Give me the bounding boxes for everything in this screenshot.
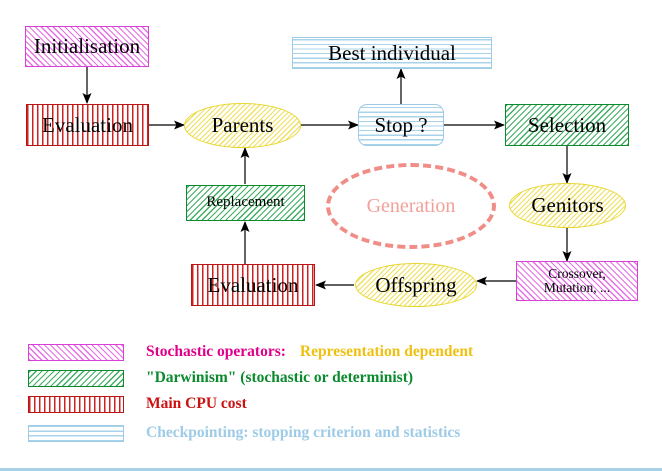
legend-label-darwinism: "Darwinism" (stochastic or determinist) bbox=[146, 369, 414, 386]
legend-swatch-magenta-diagonal-hatch bbox=[28, 343, 124, 361]
node-stop-label: Stop ? bbox=[374, 112, 428, 137]
legend-swatch-red-vertical-hatch bbox=[28, 395, 124, 413]
node-generation-group: Generation bbox=[326, 163, 496, 249]
node-crossover-mutation[interactable]: Crossover, Mutation, ... bbox=[516, 261, 638, 301]
node-genitors[interactable]: Genitors bbox=[509, 183, 626, 228]
legend-row-checkpointing: Checkpointing: stopping criterion and st… bbox=[28, 423, 460, 443]
legend: Stochastic operators: Representation dep… bbox=[0, 336, 662, 456]
legend-row-darwinism: "Darwinism" (stochastic or determinist) bbox=[28, 368, 413, 388]
node-evaluation-top-label: Evaluation bbox=[42, 112, 133, 137]
node-crossover-mutation-label-line1: Crossover, bbox=[548, 265, 606, 281]
node-selection[interactable]: Selection bbox=[505, 104, 629, 146]
node-best-individual[interactable]: Best individual bbox=[292, 37, 492, 69]
legend-label-checkpointing: Checkpointing: stopping criterion and st… bbox=[146, 424, 461, 441]
node-evaluation-bottom-label: Evaluation bbox=[207, 272, 299, 297]
legend-label-main-cpu-cost: Main CPU cost bbox=[146, 395, 247, 412]
node-evaluation-top[interactable]: Evaluation bbox=[26, 104, 149, 146]
node-best-individual-label: Best individual bbox=[328, 40, 456, 65]
node-offspring[interactable]: Offspring bbox=[355, 263, 477, 307]
node-offspring-label: Offspring bbox=[375, 272, 457, 297]
legend-label-stochastic-operators: Stochastic operators: bbox=[146, 343, 286, 360]
node-genitors-label: Genitors bbox=[531, 193, 604, 218]
node-evaluation-bottom[interactable]: Evaluation bbox=[191, 264, 315, 306]
bottom-divider bbox=[0, 468, 662, 471]
legend-row-stochastic-operators: Stochastic operators: Representation dep… bbox=[28, 342, 473, 362]
node-generation-label: Generation bbox=[366, 194, 456, 217]
legend-swatch-blue-horizontal-hatch bbox=[28, 424, 124, 442]
legend-row-main-cpu-cost: Main CPU cost bbox=[28, 394, 247, 414]
node-initialisation-label: Initialisation bbox=[33, 34, 141, 59]
node-parents[interactable]: Parents bbox=[184, 103, 301, 148]
node-stop[interactable]: Stop ? bbox=[358, 104, 444, 146]
node-replacement-label: Replacement bbox=[206, 194, 285, 211]
legend-label-representation-dependent: Representation dependent bbox=[299, 343, 474, 360]
node-parents-label: Parents bbox=[211, 113, 274, 138]
node-initialisation[interactable]: Initialisation bbox=[25, 26, 149, 67]
node-replacement[interactable]: Replacement bbox=[186, 185, 305, 221]
node-selection-label: Selection bbox=[527, 112, 607, 137]
node-crossover-mutation-label-line2: Mutation, ... bbox=[543, 280, 611, 295]
legend-swatch-green-diagonal-hatch bbox=[28, 369, 124, 387]
